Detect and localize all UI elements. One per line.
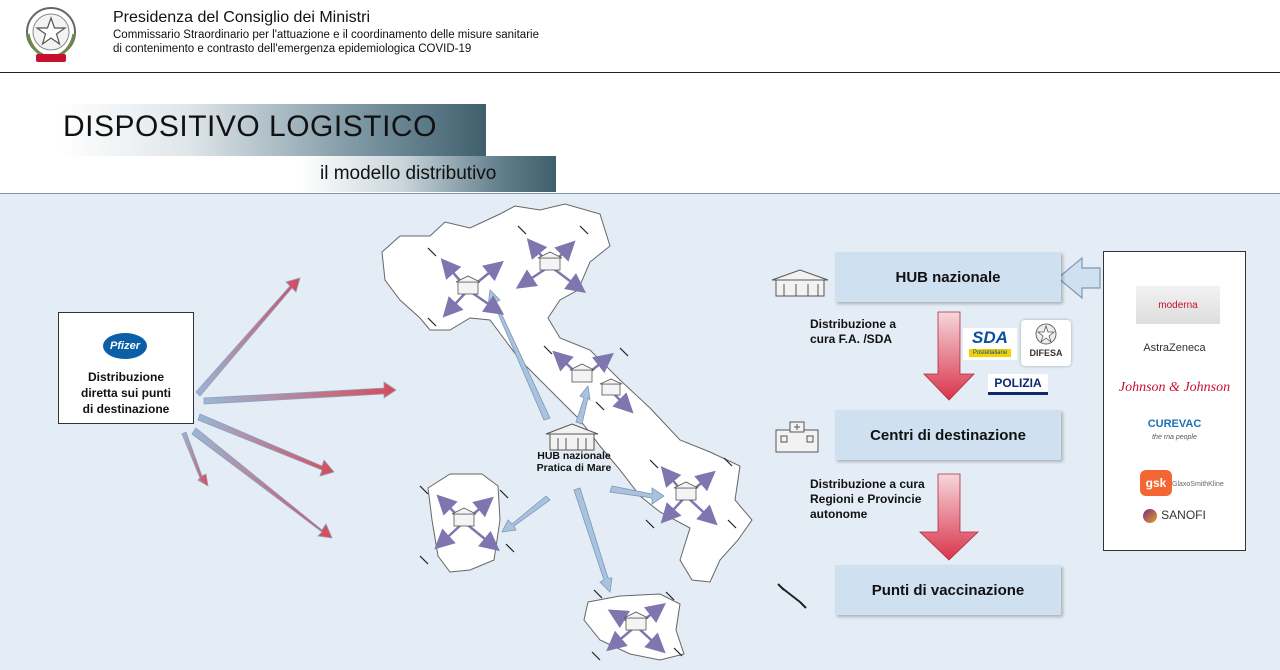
syringe-icon [419, 225, 737, 661]
curevac-tagline: the rna people [1152, 434, 1197, 441]
jj-logo: Johnson & Johnson [1118, 380, 1231, 395]
warehouse-icon [451, 251, 699, 631]
header-subtitle-line1: Commissario Straordinario per l'attuazio… [113, 29, 539, 41]
astrazeneca-logo: AstraZeneca [1143, 342, 1206, 354]
distribution-fa-sda-label: Distribuzione a cura F.A. /SDA [810, 317, 897, 346]
punti-vaccinazione-box: Punti di vaccinazione [835, 565, 1061, 615]
pfizer-text: Distribuzione diretta sui punti di desti… [81, 370, 171, 416]
subtitle-bar [300, 156, 556, 192]
header-subtitle-line2: di contenimento e contrasto dell'emergen… [113, 43, 472, 55]
title-bar [60, 104, 486, 156]
hub-warehouse-icon [545, 423, 599, 451]
slide-title: DISPOSITIVO LOGISTICO [63, 110, 437, 143]
curevac-logo: CUREVAC [1147, 418, 1202, 430]
sda-logo: SDA Posteitaliane [963, 328, 1017, 360]
syringe-icon [777, 583, 807, 609]
italy-emblem-icon [1035, 323, 1057, 345]
sanofi-mark-icon [1143, 508, 1158, 523]
italy-emblem-icon [26, 7, 76, 62]
moderna-logo: moderna [1136, 286, 1220, 324]
pharma-companies-box: moderna AstraZeneca Johnson & Johnson CU… [1103, 251, 1246, 551]
pfizer-box: Pfizer Distribuzione diretta sui punti d… [58, 312, 194, 424]
pharma-to-hub-arrow [1057, 256, 1101, 300]
pfizer-distribution-arrows [181, 277, 397, 539]
hub-pratica-label: HUB nazionale Pratica di Mare [536, 450, 612, 474]
gsk-logo: gsk [1140, 470, 1172, 496]
gsk-name: GlaxoSmithKline [1172, 481, 1224, 488]
warehouse-icon [771, 269, 829, 297]
header: Presidenza del Consiglio dei Ministri Co… [0, 0, 1280, 73]
flow-down-arrows [919, 311, 979, 561]
header-title: Presidenza del Consiglio dei Ministri [113, 9, 371, 26]
distribution-regioni-label: Distribuzione a cura Regioni e Provincie… [810, 477, 925, 521]
slide-subtitle: il modello distributivo [320, 163, 497, 184]
difesa-logo: DIFESA [1021, 320, 1071, 366]
hub-nazionale-box: HUB nazionale [835, 252, 1061, 302]
sanofi-logo: SANOFI [1104, 508, 1245, 523]
hospital-icon [775, 421, 819, 453]
pfizer-logo: Pfizer [103, 333, 147, 359]
polizia-logo: POLIZIA [988, 374, 1048, 395]
hub-distribution-arrows [487, 289, 665, 593]
centri-destinazione-box: Centri di destinazione [835, 410, 1061, 460]
